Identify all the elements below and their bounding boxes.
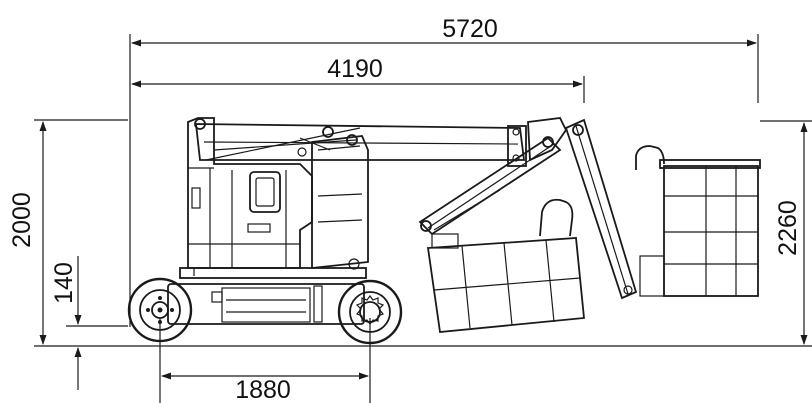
platform-top-rail	[659, 159, 761, 169]
knuckle-plate	[527, 117, 568, 162]
platform-extended-basket	[663, 165, 759, 297]
lower-boom-arm	[194, 123, 526, 161]
control-box	[249, 171, 281, 213]
label-stowed-height: 2000	[8, 192, 36, 248]
platform-control-rail	[635, 145, 665, 170]
access-handle	[247, 223, 271, 233]
front-wheel	[337, 279, 403, 345]
platform-stowed-basket	[426, 237, 585, 333]
label-wheelbase: 1880	[235, 376, 291, 403]
label-platform-outreach: 4190	[327, 55, 383, 83]
platform-rotator	[639, 255, 665, 297]
platform-extended-position	[635, 145, 761, 297]
boom-pivot-rear	[194, 118, 206, 130]
front-hub-gear	[355, 295, 385, 325]
upper-boom	[418, 117, 638, 300]
front-rim	[349, 291, 391, 333]
front-tire	[337, 279, 403, 345]
dimension-labels: 5720 4190 1880 2000 140 2260	[8, 15, 802, 403]
rear-tire	[127, 277, 193, 343]
chassis-bracket	[211, 291, 223, 303]
dimension-lines	[34, 34, 812, 403]
lower-boom	[194, 118, 527, 167]
label-overall-length: 5720	[442, 15, 498, 43]
counterweight-mast	[311, 135, 369, 270]
rear-rim	[139, 289, 181, 331]
battery-box	[221, 287, 311, 323]
chassis-post	[313, 285, 323, 323]
chassis	[167, 283, 365, 325]
chassis-frame	[167, 283, 365, 325]
label-ground-clearance: 140	[50, 262, 78, 304]
slewing-ring	[179, 267, 367, 279]
front-hub	[359, 301, 381, 323]
jib-arm	[564, 118, 638, 300]
platform-stowed-position	[426, 198, 585, 333]
boom-lift-machine	[127, 117, 761, 345]
boom-knuckle-block	[507, 125, 527, 167]
rear-wheel	[127, 277, 193, 343]
label-platform-height: 2260	[774, 200, 802, 256]
turntable	[179, 117, 369, 279]
rear-hub	[151, 301, 169, 319]
platform-stowed-rail	[539, 198, 574, 237]
